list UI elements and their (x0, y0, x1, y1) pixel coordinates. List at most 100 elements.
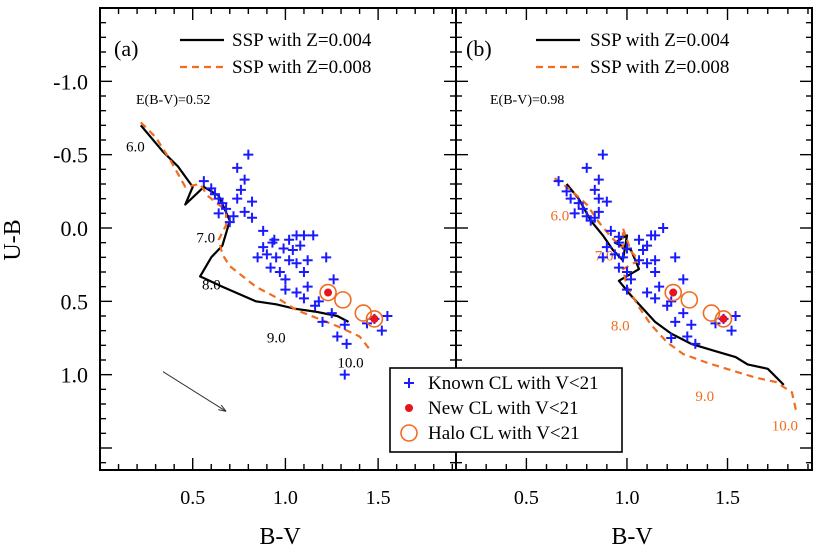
known-cl-marker (232, 162, 243, 173)
known-cl-marker (621, 284, 632, 295)
y-tick-label: 1.0 (61, 363, 89, 388)
known-cl-marker (376, 325, 387, 336)
known-cl-marker (634, 234, 645, 245)
known-cl-marker (291, 287, 302, 298)
legend-dot-icon (405, 404, 413, 412)
known-cl-marker (621, 267, 632, 277)
known-cl-marker (553, 176, 564, 187)
xlabel-a: B-V (259, 524, 301, 550)
known-cl-marker (321, 252, 332, 263)
known-cl-marker (339, 319, 350, 330)
known-cl-marker (678, 274, 689, 285)
known-cl-marker (258, 225, 269, 236)
legend-b-z008: SSP with Z=0.008 (590, 57, 729, 78)
known-cl-marker (258, 242, 269, 253)
known-cl-marker (280, 284, 291, 295)
known-cl-marker (561, 186, 572, 197)
age-label: 8.0 (611, 319, 630, 335)
known-cl-marker (658, 223, 669, 233)
known-cl-marker (634, 255, 645, 266)
y-tick-label: -0.5 (53, 143, 88, 168)
known-cl-marker (341, 338, 352, 349)
known-cl-marker (730, 311, 741, 321)
y-tick-label: -1.0 (53, 69, 88, 94)
legend-ring-icon (400, 424, 418, 442)
x-tick-label: 0.5 (514, 487, 539, 509)
panel-label-a: (a) (114, 36, 138, 61)
known-cl-marker (613, 237, 624, 248)
xlabel-b: B-V (611, 524, 653, 550)
known-cl-marker (650, 293, 661, 304)
known-cl-marker (280, 274, 291, 285)
x-tick-label: 1.0 (273, 487, 298, 509)
known-cl-marker (597, 149, 608, 160)
known-cl-marker (243, 149, 254, 160)
y-tick-label: 0.0 (61, 216, 89, 241)
known-cl-marker (217, 198, 228, 209)
known-cl-marker (601, 196, 612, 207)
legend-a-z008: SSP with Z=0.008 (232, 57, 371, 78)
age-label: 7.0 (196, 231, 215, 247)
known-cl-marker (621, 243, 632, 254)
new-cl-marker (370, 314, 379, 323)
age-label: 9.0 (267, 330, 286, 346)
ebv-label-b: E(B-V)=0.98 (490, 93, 564, 108)
known-cl-marker (589, 184, 600, 195)
known-cl-marker (642, 258, 653, 269)
known-cl-marker (274, 267, 285, 277)
known-cl-marker (678, 308, 689, 319)
age-label: 6.0 (551, 209, 570, 225)
legend-b-z004: SSP with Z=0.004 (590, 30, 730, 51)
known-cl-marker (613, 262, 624, 273)
known-cl-marker (278, 243, 289, 254)
known-cl-marker (642, 287, 653, 298)
panel-frame-b (455, 7, 813, 471)
halo-cl-marker (319, 283, 337, 302)
known-cl-marker (247, 196, 258, 207)
ylabel: U-B (0, 219, 26, 260)
known-cl-marker (601, 242, 612, 253)
known-cl-marker (650, 255, 661, 266)
known-cl-marker (690, 338, 701, 349)
known-cl-marker (298, 230, 309, 241)
known-cl-marker (298, 293, 309, 304)
known-cl-marker (339, 369, 350, 380)
known-cl-marker (298, 267, 309, 277)
halo-cl-marker (702, 304, 721, 322)
known-cl-marker (284, 234, 295, 245)
known-cl-marker (271, 252, 282, 263)
known-cl-marker (295, 240, 306, 251)
known-cl-marker (239, 174, 250, 185)
known-cl-marker (265, 262, 276, 273)
known-cl-marker (228, 211, 239, 222)
known-cl-marker (593, 174, 604, 185)
known-cl-marker (577, 203, 588, 214)
known-cl-marker (332, 331, 343, 342)
known-cl-marker (267, 237, 278, 248)
known-cl-marker (308, 230, 319, 241)
known-cl-marker (589, 212, 600, 223)
ebv-label-a: E(B-V)=0.52 (136, 93, 210, 108)
y-tick-label: 0.5 (61, 289, 89, 314)
known-cl-marker (198, 176, 209, 187)
legend-box-known: Known CL with V<21 (428, 373, 599, 394)
age-label: 7.0 (595, 248, 614, 264)
new-cl-marker (669, 288, 678, 297)
known-cl-marker (206, 183, 217, 194)
known-cl-marker (666, 333, 677, 343)
ssp-z008-line (140, 121, 370, 349)
known-cl-marker (284, 255, 295, 266)
age-label: 8.0 (202, 278, 221, 294)
known-cl-marker (686, 319, 697, 330)
known-cl-marker (605, 225, 616, 236)
known-cl-marker (726, 325, 737, 336)
legend-box-halo: Halo CL with V<21 (428, 423, 580, 444)
known-cl-marker (569, 208, 580, 219)
known-cl-marker (581, 162, 592, 173)
known-cl-marker (573, 198, 584, 209)
panel-label-b: (b) (466, 36, 492, 61)
known-cl-marker (642, 240, 653, 251)
known-cl-marker (666, 296, 677, 307)
age-label: 6.0 (126, 140, 145, 156)
legend-a-z004: SSP with Z=0.004 (232, 30, 372, 51)
